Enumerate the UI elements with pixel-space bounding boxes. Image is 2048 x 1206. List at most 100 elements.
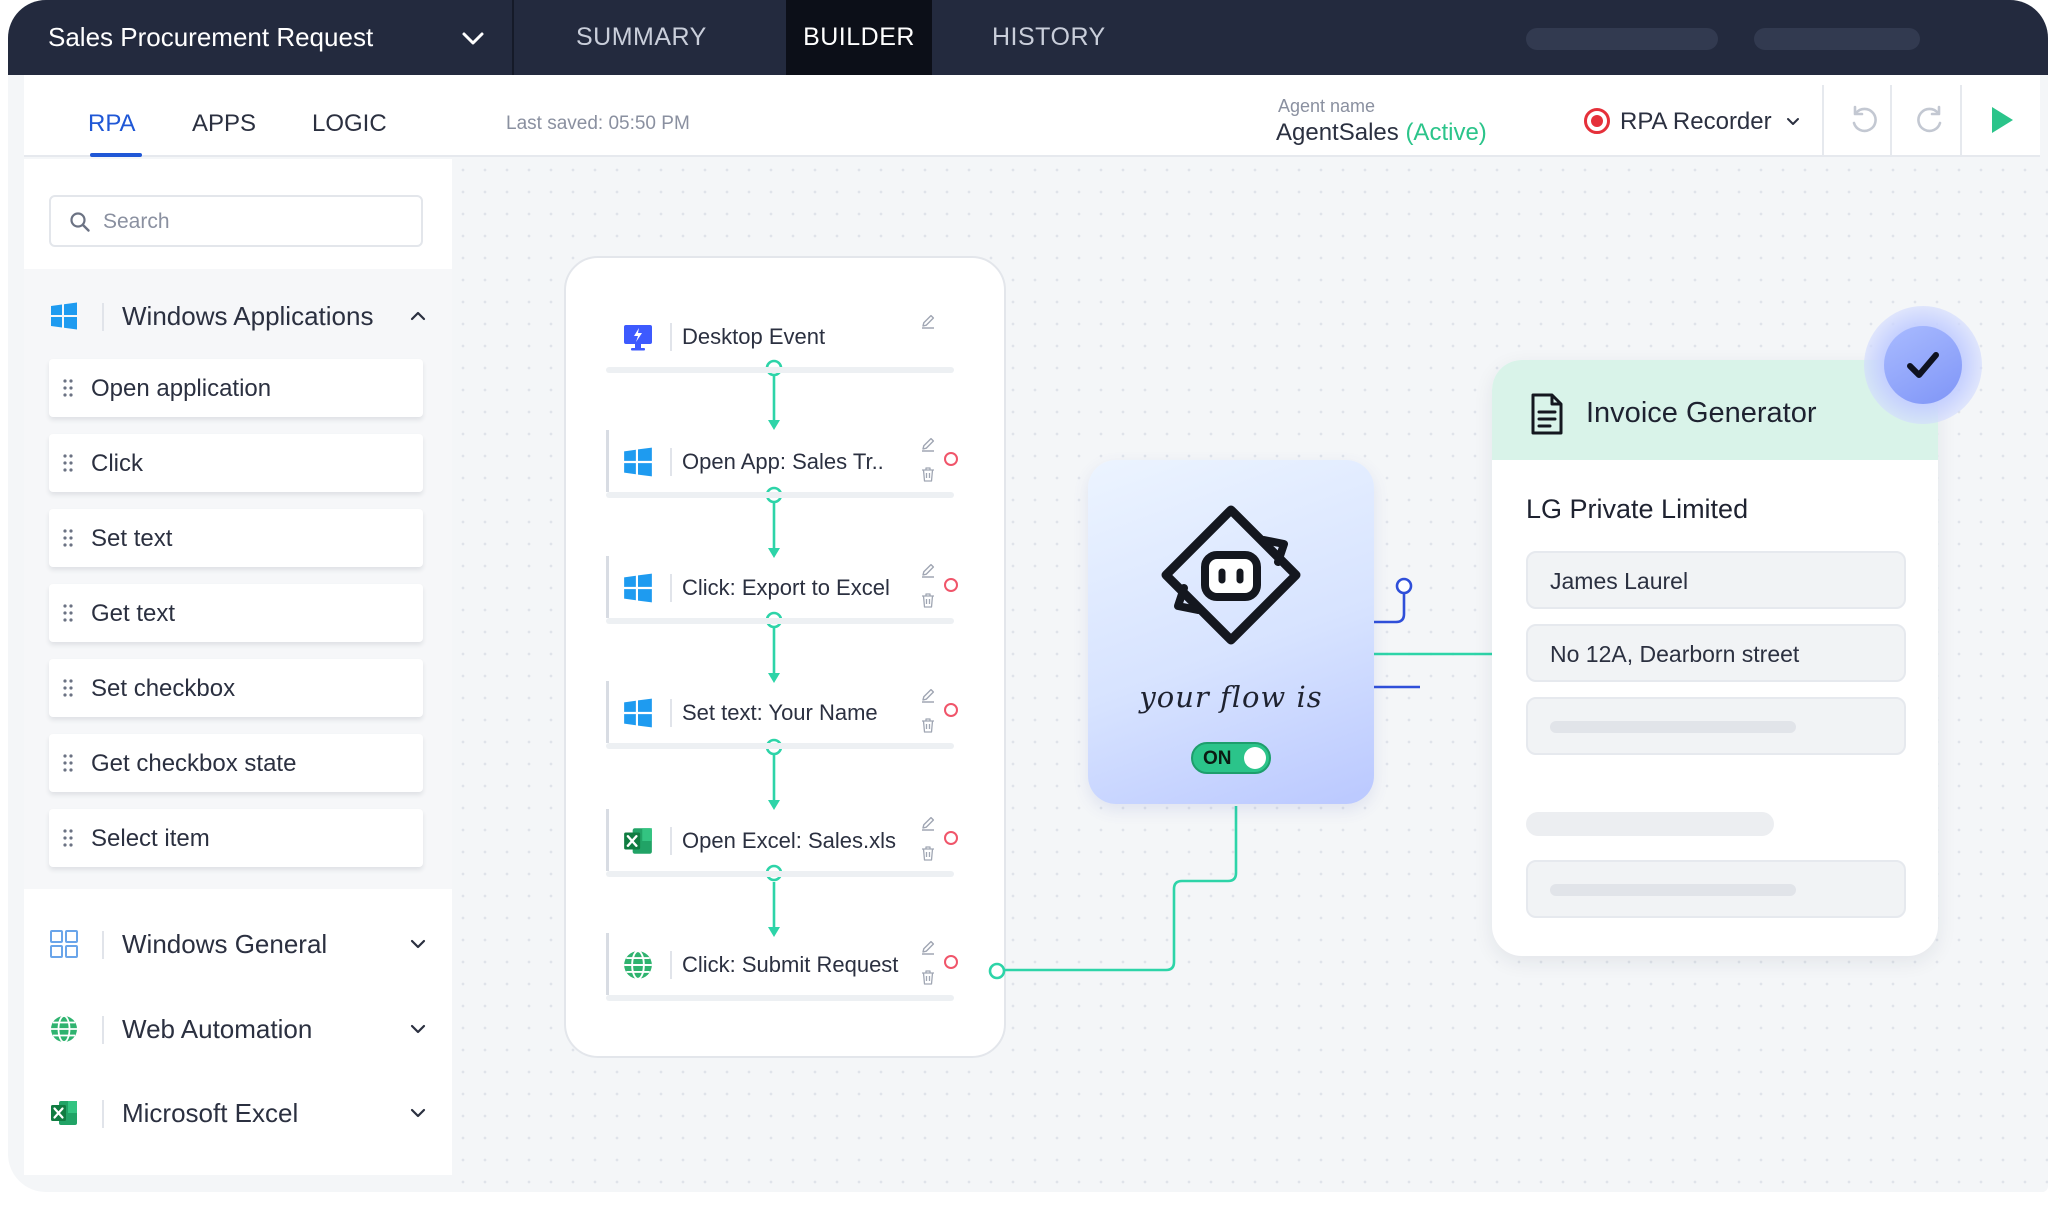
error-port[interactable] — [944, 831, 958, 845]
tab-summary[interactable]: SUMMARY — [576, 0, 726, 75]
trash-icon[interactable] — [920, 717, 936, 733]
divider — [1960, 85, 1962, 157]
builder-toolbar: RPA APPS LOGIC Last saved: 05:50 PM Agen… — [24, 75, 2040, 157]
drag-handle-icon[interactable] — [63, 378, 73, 398]
trash-icon[interactable] — [920, 466, 936, 482]
action-get-text[interactable]: Get text — [49, 584, 423, 642]
record-icon[interactable] — [1584, 108, 1610, 134]
placeholder-pill — [1754, 28, 1920, 50]
error-port[interactable] — [944, 452, 958, 466]
chevron-down-icon[interactable] — [410, 1107, 426, 1119]
action-get-checkbox-state[interactable]: Get checkbox state — [49, 734, 423, 792]
edit-icon[interactable] — [920, 939, 936, 955]
undo-icon[interactable] — [1846, 103, 1880, 137]
drag-handle-icon[interactable] — [63, 828, 73, 848]
step-bar — [606, 556, 609, 618]
divider — [670, 827, 672, 855]
drag-handle-icon[interactable] — [63, 453, 73, 473]
divider — [102, 931, 104, 959]
step-label: Open App: Sales Tr.. — [682, 449, 884, 474]
tab-apps[interactable]: APPS — [192, 75, 256, 157]
tab-rpa[interactable]: RPA — [88, 75, 136, 157]
monitor-icon — [624, 325, 652, 351]
chevron-up-icon[interactable] — [410, 310, 426, 322]
step-bar — [606, 809, 609, 871]
divider — [1822, 85, 1824, 157]
action-label: Select item — [91, 825, 210, 852]
divider — [102, 1100, 104, 1128]
step-bar — [606, 933, 609, 995]
flow-logo-icon — [1161, 505, 1301, 645]
action-set-checkbox[interactable]: Set checkbox — [49, 659, 423, 717]
flow-status-text: your flow is — [1139, 680, 1323, 714]
drag-handle-icon[interactable] — [63, 603, 73, 623]
chevron-down-icon[interactable] — [410, 938, 426, 950]
active-tab-indicator — [90, 153, 142, 157]
edit-icon[interactable] — [920, 313, 936, 329]
drag-handle-icon[interactable] — [63, 753, 73, 773]
empty-field[interactable] — [1526, 697, 1906, 755]
name-field[interactable]: James Laurel — [1526, 551, 1906, 609]
step-bar — [606, 681, 609, 743]
edit-icon[interactable] — [920, 436, 936, 452]
chevron-down-icon[interactable] — [410, 1023, 426, 1035]
action-click[interactable]: Click — [49, 434, 423, 492]
edit-icon[interactable] — [920, 562, 936, 578]
chevron-down-icon[interactable] — [1786, 117, 1800, 127]
redo-icon[interactable] — [1914, 103, 1948, 137]
tab-logic[interactable]: LOGIC — [312, 75, 387, 157]
checkmark-icon — [1907, 352, 1939, 378]
divider — [670, 699, 672, 727]
tab-history[interactable]: HISTORY — [992, 0, 1142, 75]
error-port[interactable] — [944, 703, 958, 717]
drag-handle-icon[interactable] — [63, 678, 73, 698]
drag-handle-icon[interactable] — [63, 528, 73, 548]
field-value: No 12A, Dearborn street — [1550, 641, 1800, 667]
category-web-automation[interactable]: Web Automation — [24, 988, 452, 1072]
step-underline — [606, 618, 954, 624]
flow-step-desktop-event[interactable]: Desktop Event — [606, 305, 954, 373]
flow-step-set-text[interactable]: Set text: Your Name — [606, 681, 958, 749]
address-field[interactable]: No 12A, Dearborn street — [1526, 624, 1906, 682]
step-label: Desktop Event — [682, 324, 826, 349]
chevron-down-icon[interactable] — [460, 28, 486, 48]
globe-icon — [51, 1015, 77, 1043]
edit-icon[interactable] — [920, 687, 936, 703]
search-icon — [70, 212, 90, 232]
invoice-title: Invoice Generator — [1586, 397, 1817, 429]
windows-icon — [624, 698, 652, 728]
error-port[interactable] — [944, 955, 958, 969]
toggle-label: ON — [1203, 748, 1232, 769]
flow-status-card: your flow is ON — [1088, 460, 1374, 804]
category-windows-applications[interactable]: Windows Applications — [24, 275, 452, 359]
flow-step-click-export[interactable]: Click: Export to Excel — [606, 556, 958, 624]
action-set-text[interactable]: Set text — [49, 509, 423, 567]
flow-step-click-submit[interactable]: Click: Submit Request — [606, 933, 958, 1001]
empty-field[interactable] — [1526, 860, 1906, 918]
flow-step-open-app[interactable]: Open App: Sales Tr.. — [606, 430, 958, 498]
flow-on-toggle[interactable]: ON — [1191, 742, 1271, 774]
agent-status: (Active) — [1405, 119, 1487, 146]
action-select-item[interactable]: Select item — [49, 809, 423, 867]
play-icon[interactable] — [1984, 103, 2018, 137]
step-label: Set text: Your Name — [682, 700, 878, 725]
search-input[interactable]: Search — [49, 195, 423, 247]
edit-icon[interactable] — [920, 815, 936, 831]
trash-icon[interactable] — [920, 969, 936, 985]
category-microsoft-excel[interactable]: Microsoft Excel — [24, 1072, 452, 1156]
excel-icon — [51, 1101, 77, 1125]
last-saved-status: Last saved: 05:50 PM — [506, 113, 690, 134]
tab-builder[interactable]: BUILDER — [786, 0, 932, 75]
action-open-application[interactable]: Open application — [49, 359, 423, 417]
excel-icon — [624, 828, 652, 854]
trash-icon[interactable] — [920, 845, 936, 861]
rpa-recorder-dropdown[interactable]: RPA Recorder — [1620, 108, 1772, 135]
divider — [512, 0, 514, 75]
divider — [670, 323, 672, 351]
category-windows-general[interactable]: Windows General — [24, 903, 452, 987]
error-port[interactable] — [944, 578, 958, 592]
trash-icon[interactable] — [920, 592, 936, 608]
divider — [1890, 85, 1892, 157]
flow-step-open-excel[interactable]: Open Excel: Sales.xls — [606, 809, 958, 877]
sidebar: Search Windows Applications Open applica… — [24, 159, 452, 1175]
